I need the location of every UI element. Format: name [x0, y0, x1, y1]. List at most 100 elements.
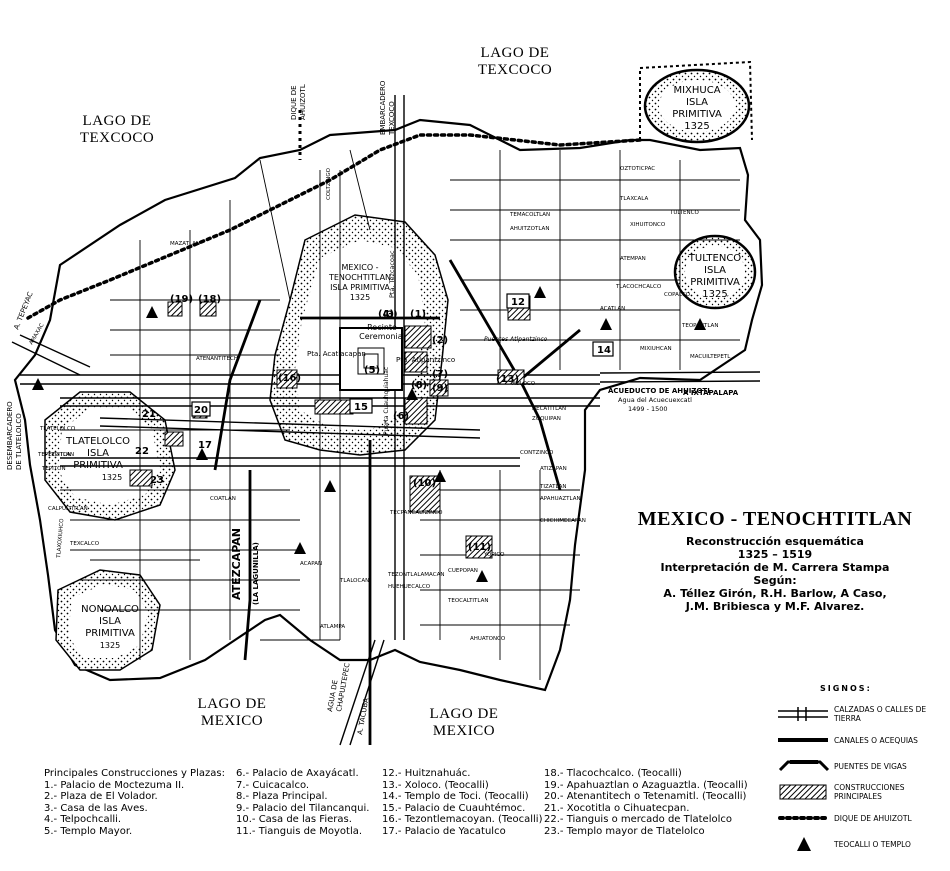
ahuizotl-dike [26, 133, 642, 320]
svg-text:MEXICO: MEXICO [433, 723, 495, 739]
svg-text:(8): (8) [411, 380, 427, 391]
place-item: 9.- Palacio del Tilancanqui. [236, 802, 370, 814]
svg-text:1325: 1325 [684, 121, 709, 132]
island-tlatelolco-label: TLATELOLCO ISLA PRIMITIVA 1325 [65, 436, 130, 482]
temple-triangle-icon [797, 837, 811, 851]
svg-text:CUEPOPAN: CUEPOPAN [448, 568, 478, 574]
svg-text:TEXCALCO: TEXCALCO [69, 541, 100, 547]
svg-text:LAGO DE: LAGO DE [430, 706, 499, 722]
svg-text:TLACOCHCALCO: TLACOCHCALCO [615, 284, 662, 290]
svg-text:CHICHIMECAPAN: CHICHIMECAPAN [540, 518, 586, 524]
svg-text:TEPITON: TEPITON [47, 452, 72, 458]
svg-text:(10): (10) [413, 478, 436, 489]
svg-text:ACATLAN: ACATLAN [600, 306, 625, 312]
svg-text:ISLA PRIMITIVA: ISLA PRIMITIVA [330, 283, 390, 292]
svg-text:1325: 1325 [350, 293, 370, 302]
svg-text:ACAPAN: ACAPAN [300, 561, 322, 567]
svg-text:ATEMPAN: ATEMPAN [620, 256, 646, 262]
svg-text:PRIMITIVA: PRIMITIVA [690, 277, 740, 288]
svg-text:20: 20 [194, 405, 208, 416]
svg-text:TEPETLITLAN: TEPETLITLAN [37, 452, 74, 458]
lake-texcoco-left: LAGO DE TEXCOCO [80, 113, 154, 146]
places-col-1: Principales Construcciones y Plazas: 1.-… [44, 768, 225, 837]
title-block: MEXICO - TENOCHTITLAN Reconstrucción esq… [600, 508, 950, 613]
dike-symbol-icon [778, 816, 830, 820]
svg-text:EMBARCADERO: EMBARCADERO [379, 80, 387, 135]
puerta-cuauhquiahuac: Puerta Cuauhquiahuac [383, 367, 390, 435]
calzada-symbol-icon [778, 707, 828, 721]
place-item: 6.- Palacio de Axayácatl. [236, 768, 359, 779]
svg-text:DIQUE DE: DIQUE DE [290, 85, 298, 120]
svg-text:TULTENCO: TULTENCO [669, 210, 699, 216]
place-item: 1.- Palacio de Moctezuma II. [44, 779, 185, 791]
recinto-label: Recinto [367, 323, 397, 332]
legend-text: DIQUE DE AHUIZOTL [834, 813, 912, 823]
svg-text:TENOCHTITLAN: TENOCHTITLAN [328, 273, 391, 282]
legend-text: CALZADAS O CALLES DE TIERRA [834, 705, 927, 723]
svg-text:TECPANCALTZINCO: TECPANCALTZINCO [389, 510, 443, 516]
svg-text:(13): (13) [496, 374, 519, 385]
svg-text:TLATELOLCO: TLATELOLCO [65, 436, 130, 447]
svg-text:TLAXCALA: TLAXCALA [619, 196, 648, 202]
legend-item-canales: CANALES O ACEQUIAS [776, 727, 948, 753]
svg-text:TLALOCAN: TLALOCAN [339, 578, 369, 584]
svg-text:TEXCOCO: TEXCOCO [80, 130, 154, 146]
place-item: 5.- Templo Mayor. [44, 825, 133, 837]
place-item: 22.- Tianguis o mercado de Tlatelolco [544, 814, 732, 825]
svg-text:DE TLATELOLCO: DE TLATELOLCO [15, 413, 23, 470]
svg-text:17: 17 [198, 440, 212, 451]
svg-text:1325: 1325 [100, 641, 120, 650]
svg-text:COPALCO: COPALCO [664, 292, 691, 298]
tepeyac-label: A. TEPEYAC [12, 291, 34, 331]
lake-mexico-left: LAGO DE MEXICO [198, 696, 266, 729]
laguna-label: (LA LAGUNILLA) [252, 542, 260, 605]
svg-text:(16): (16) [278, 373, 301, 384]
canals [213, 259, 581, 745]
svg-text:14: 14 [597, 345, 611, 356]
svg-text:(5): (5) [364, 365, 380, 376]
places-col-2: 6.- Palacio de Axayácatl. 7.- Cuicacalco… [236, 768, 369, 837]
svg-text:AHUITZOTLAN: AHUITZOTLAN [510, 226, 549, 232]
svg-text:COATLAN: COATLAN [210, 496, 236, 502]
ixtapalapa-label: A IXTAPALAPA [683, 389, 739, 397]
bridge-symbol-icon [778, 760, 830, 772]
legend-item-teocalli: TEOCALLI O TEMPLO [776, 831, 948, 857]
legend-item-dique: DIQUE DE AHUIZOTL [776, 805, 948, 831]
svg-text:YOPICO: YOPICO [483, 552, 505, 558]
svg-text:TULTENCO: TULTENCO [688, 253, 742, 264]
map-authors-2: J.M. Bribiesca y M.F. Alvarez. [685, 600, 865, 613]
svg-text:ATENANTITECH: ATENANTITECH [196, 356, 238, 362]
legend-text: CANALES O ACEQUIAS [834, 735, 918, 745]
legend-header: SIGNOS: [820, 684, 872, 693]
place-item: 13.- Xoloco. (Teocalli) [382, 779, 489, 791]
desembarcadero-label: DESEMBARCADERO DE TLATELOLCO [6, 401, 23, 470]
svg-text:TEOCALTITLAN: TEOCALTITLAN [447, 598, 488, 604]
place-item: 11.- Tianguis de Moyotla. [236, 825, 363, 837]
lake-texcoco-top: LAGO DE TEXCOCO [478, 45, 552, 78]
svg-text:MIXIUHCAN: MIXIUHCAN [640, 346, 672, 352]
pta-atlpantzinco: Pta. Atlpantzinco [396, 356, 455, 364]
places-list: Principales Construcciones y Plazas: 1.-… [44, 768, 764, 868]
svg-text:TLATELOLCO: TLATELOLCO [39, 426, 76, 432]
legend-text: CONSTRUCCIONES PRINCIPALES [834, 783, 905, 801]
legend-item-calzadas: CALZADAS O CALLES DE TIERRA [776, 701, 948, 727]
svg-text:(18): (18) [198, 294, 221, 305]
mixhuca-dike [639, 60, 753, 141]
svg-text:1499 - 1500: 1499 - 1500 [628, 405, 668, 413]
svg-text:12: 12 [511, 297, 525, 308]
svg-text:Agua del Acuecuexcatl: Agua del Acuecuexcatl [618, 396, 692, 404]
map-years: 1325 – 1519 [737, 548, 813, 561]
recinto-label-2: Ceremonial [359, 332, 405, 341]
svg-text:OZTOTICPAC: OZTOTICPAC [620, 166, 655, 172]
places-col-4: 18.- Tlacochcalco. (Teocalli) 19.- Apahu… [544, 768, 748, 837]
place-item: 17.- Palacio de Yacatulco [382, 825, 506, 837]
tacuba-label: A. TACUBA [356, 697, 370, 735]
svg-text:(9): (9) [432, 383, 448, 394]
lake-mexico-right: LAGO DE MEXICO [430, 706, 499, 739]
map-segun: Según: [753, 574, 797, 587]
island-tultenco-label: TULTENCO ISLA PRIMITIVA 1325 [688, 253, 742, 300]
teocalli-markers [32, 286, 706, 582]
svg-text:22: 22 [135, 446, 149, 457]
svg-text:AHUATONCO: AHUATONCO [470, 636, 506, 642]
